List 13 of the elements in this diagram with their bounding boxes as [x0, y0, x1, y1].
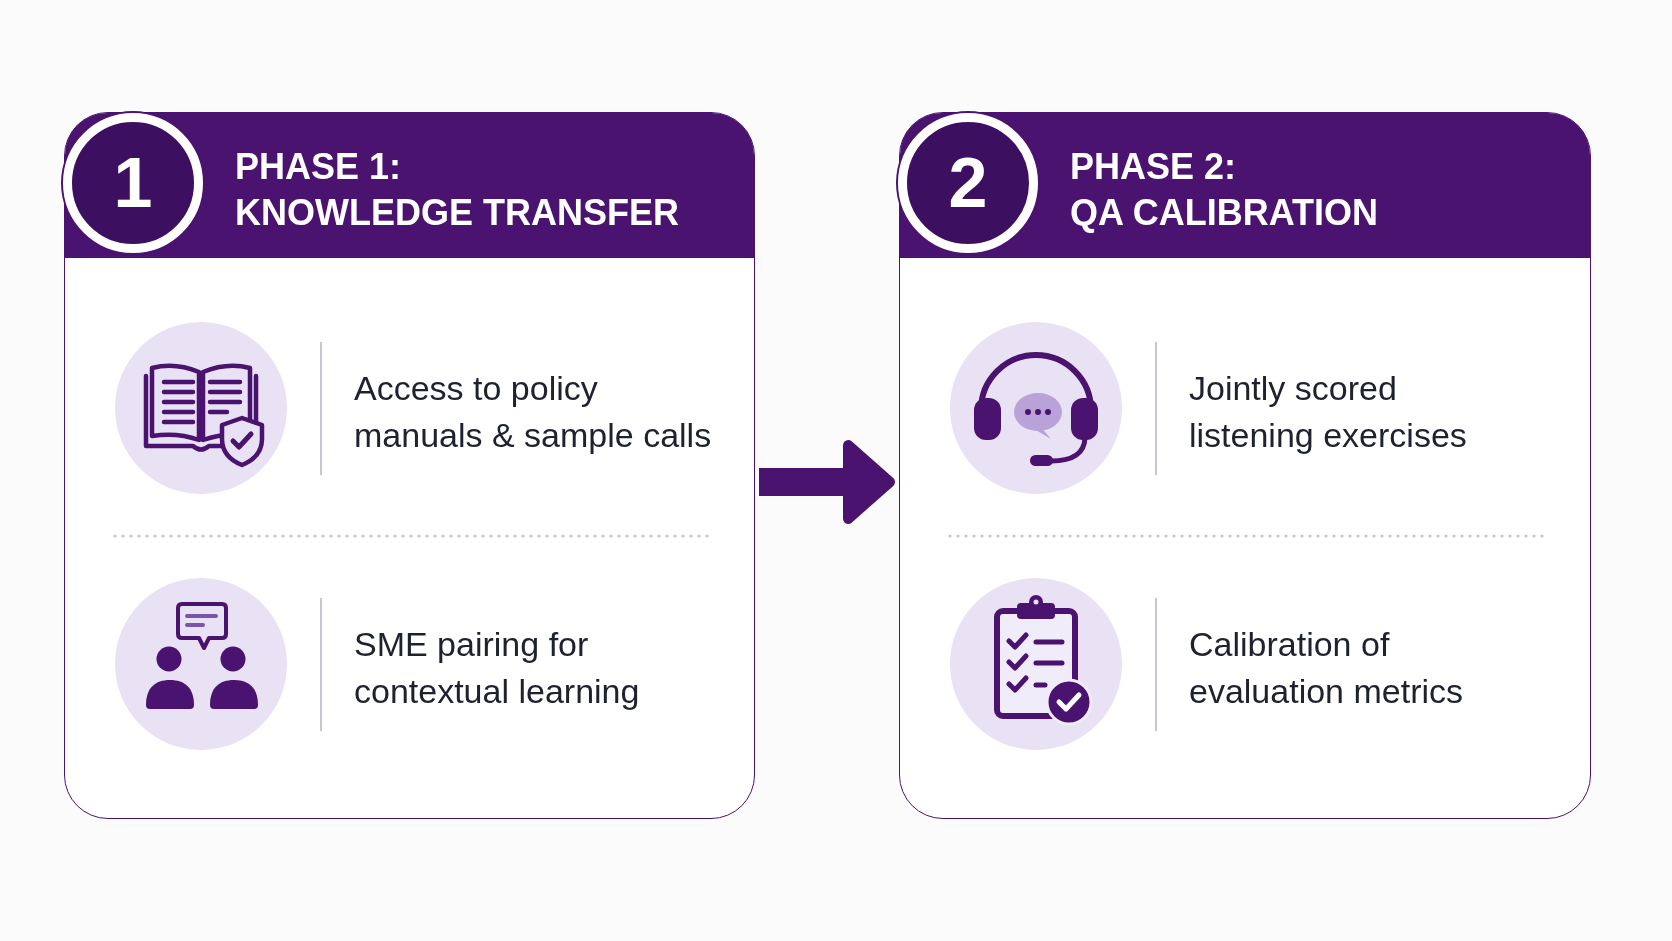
phase-card — [64, 112, 755, 819]
item-text: Calibration of evaluation metrics — [1189, 624, 1464, 712]
phase-label: PHASE 1: — [235, 145, 402, 189]
step-number: 2 — [948, 148, 988, 218]
phase-label: PHASE 2: — [1070, 145, 1237, 189]
phase-card — [899, 112, 1591, 819]
arrow — [759, 440, 895, 524]
phase-title: QA CALIBRATION — [1070, 191, 1378, 235]
step-number: 1 — [113, 148, 153, 218]
item-text: Jointly scored listening exercises — [1189, 368, 1468, 456]
item-text: Access to policy manuals & sample calls — [354, 368, 713, 456]
item-text: SME pairing for contextual learning — [354, 624, 641, 712]
phase-title: KNOWLEDGE TRANSFER — [235, 191, 679, 235]
